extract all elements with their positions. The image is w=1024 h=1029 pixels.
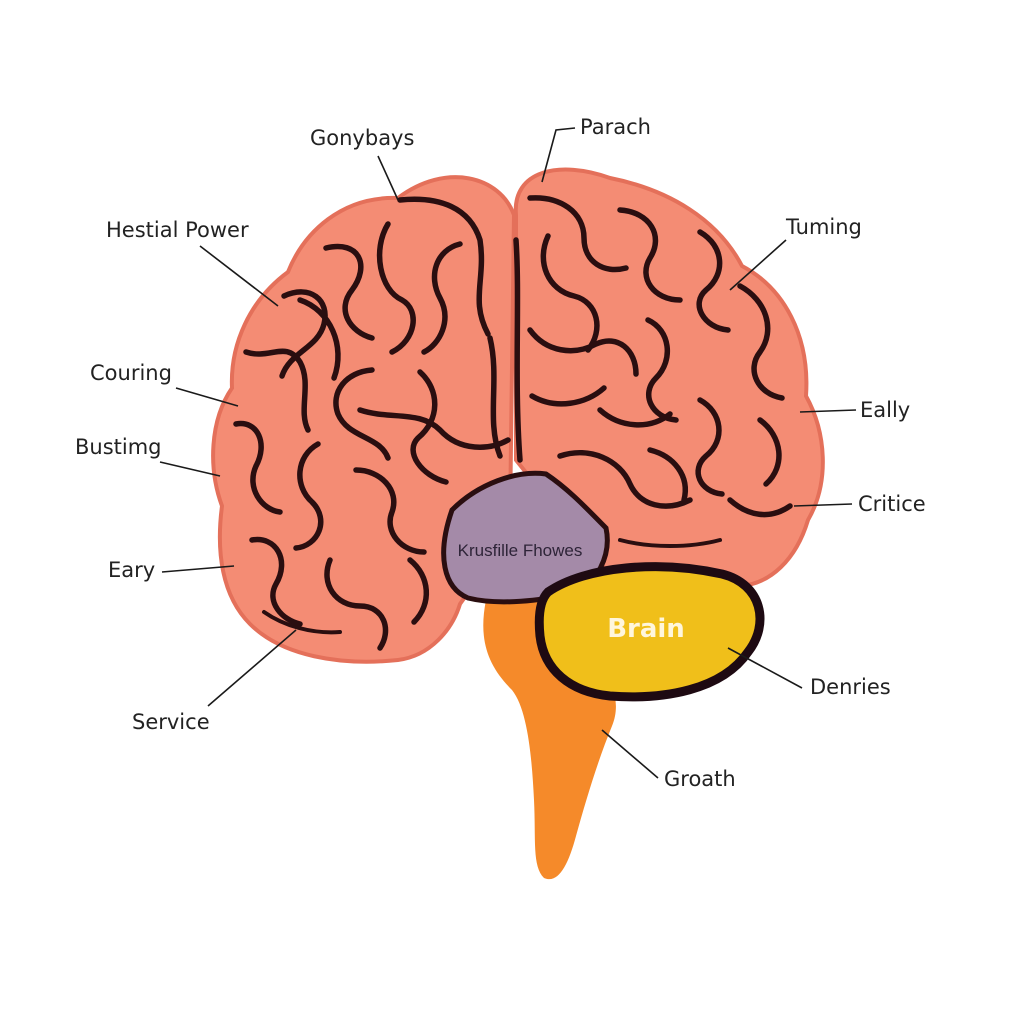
left-gyri xyxy=(233,196,511,651)
label-hestial-power: Hestial Power xyxy=(106,218,249,242)
label-eary: Eary xyxy=(108,558,155,582)
right-gyri xyxy=(513,195,793,548)
label-groath: Groath xyxy=(664,767,736,791)
label-eally: Eally xyxy=(860,398,910,422)
label-denries: Denries xyxy=(810,675,891,699)
label-thalamus-region: Krusfille Fhowes xyxy=(458,541,583,560)
label-tuming: Tuming xyxy=(785,215,862,239)
label-bustimg: Bustimg xyxy=(75,435,162,459)
label-parach: Parach xyxy=(580,115,651,139)
cerebellum-title: Brain xyxy=(607,614,685,644)
leader-lines xyxy=(159,127,857,779)
cerebellum xyxy=(534,562,765,702)
label-critice: Critice xyxy=(858,492,926,516)
label-service: Service xyxy=(132,710,210,734)
label-couring: Couring xyxy=(90,361,172,385)
label-gonybays: Gonybays xyxy=(310,126,414,150)
